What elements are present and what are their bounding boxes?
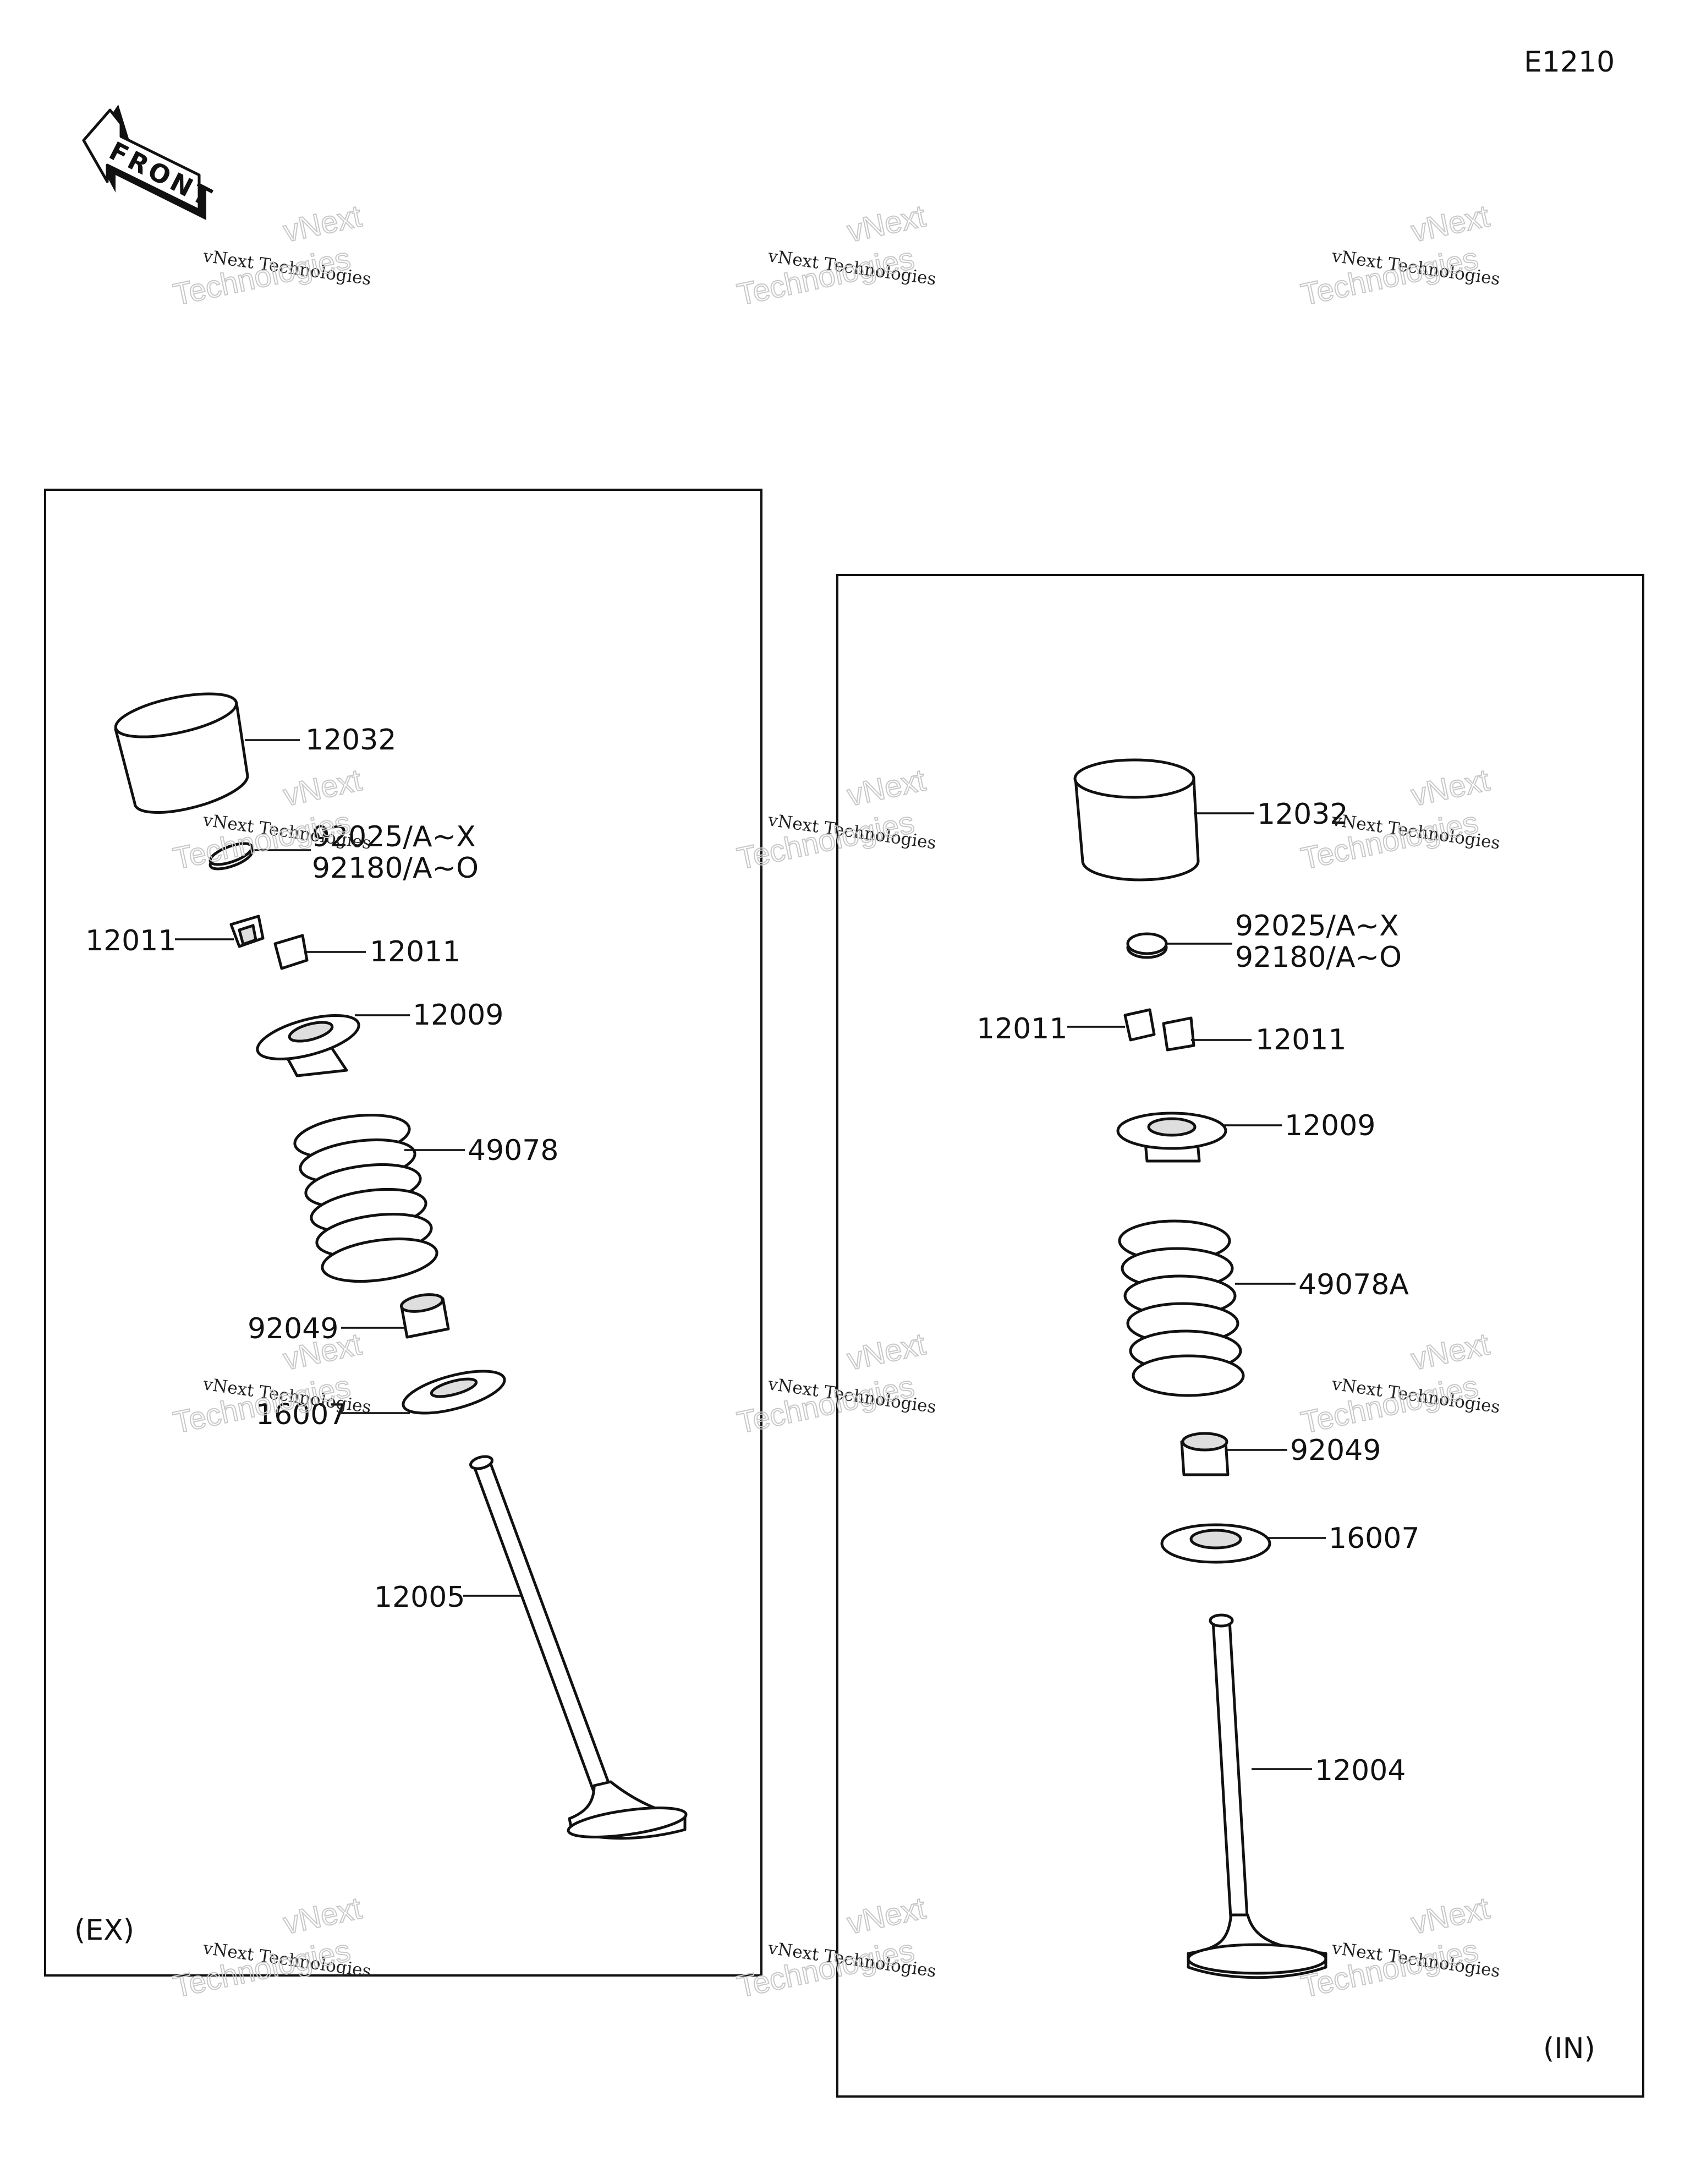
ex-label-cotter-right: 12011 [370,935,460,968]
svg-text:vNext: vNext [844,1326,929,1376]
watermark-10: vNext Technologies vNext Technologies [169,1890,372,2004]
ex-label-cotter-left: 12011 [85,924,176,957]
in-label-valve: 12004 [1315,1754,1406,1787]
svg-text:vNext: vNext [844,1890,929,1940]
watermark-2: vNext Technologies vNext Technologies [733,198,937,312]
in-label-shim-a: 92025/A~X [1235,910,1399,943]
ex-shim [208,842,254,871]
ex-label-shim-a: 92025/A~X [312,820,476,853]
in-label-spring: 49078A [1298,1268,1409,1301]
ex-section-label: (EX) [74,1914,134,1947]
in-label-tappet: 12032 [1257,798,1348,831]
watermark-11: vNext Technologies vNext Technologies [733,1890,937,2004]
ex-label-seal: 92049 [248,1312,338,1345]
svg-text:vNext: vNext [1408,198,1493,248]
ex-label-seat: 16007 [256,1398,347,1431]
ex-retainer [256,1014,360,1077]
front-arrow-icon: FRONT [82,105,219,220]
ex-label-spring: 49078 [468,1134,558,1167]
ex-label-valve: 12005 [374,1581,465,1614]
svg-text:vNext: vNext [1408,762,1493,812]
svg-text:vNext: vNext [280,198,365,248]
svg-text:Technologies: Technologies [1298,1933,1481,2004]
in-label-retainer: 12009 [1285,1109,1375,1142]
svg-text:vNext: vNext [844,762,929,812]
in-frame [836,574,1644,2098]
ex-cotter-right [273,934,309,970]
in-valve [1187,1613,1327,1979]
in-cotter-right [1162,1016,1195,1052]
svg-text:Technologies: Technologies [170,1933,353,2004]
svg-text:vNext: vNext [844,198,929,248]
ex-seal [399,1293,450,1339]
in-seal [1180,1432,1230,1476]
in-retainer [1116,1112,1227,1163]
watermark-3: vNext Technologies vNext Technologies [1297,198,1501,312]
svg-text:Technologies: Technologies [170,240,353,312]
in-label-seal: 92049 [1290,1434,1381,1467]
watermark-8: vNext Technologies vNext Technologies [733,1326,937,1440]
in-section-label: (IN) [1543,2032,1595,2065]
svg-text:vNext: vNext [280,1890,365,1940]
ex-seat [402,1370,506,1415]
ex-label-retainer: 12009 [413,999,503,1032]
ex-label-shim-b: 92180/A~O [312,852,479,885]
ex-frame [44,489,762,1977]
in-label-cotter-right: 12011 [1255,1023,1346,1057]
svg-text:vNext: vNext [1408,1326,1493,1376]
watermark-5: vNext Technologies vNext Technologies [733,762,937,876]
in-cotter-left [1123,1008,1156,1042]
svg-text:vNext: vNext [1408,1890,1493,1940]
in-label-seat: 16007 [1329,1522,1419,1555]
in-seat [1160,1523,1271,1564]
ex-spring [293,1113,438,1283]
in-tappet [1073,758,1200,882]
svg-text:Technologies: Technologies [1298,240,1481,312]
watermark-9: vNext Technologies vNext Technologies [1297,1326,1501,1440]
ex-cotter-left [229,915,265,948]
in-label-cotter-left: 12011 [976,1012,1067,1046]
in-spring [1118,1219,1245,1397]
diagram-code: E1210 [1524,46,1615,79]
in-label-shim-b: 92180/A~O [1235,941,1402,974]
svg-text:Technologies: Technologies [1298,1369,1481,1440]
ex-tappet [114,692,249,814]
ex-valve [469,1455,688,1840]
in-shim [1126,932,1168,959]
ex-label-tappet: 12032 [305,724,396,757]
svg-text:vNext: vNext [280,762,365,812]
watermark-12: vNext Technologies vNext Technologies [1297,1890,1501,2004]
svg-text:Technologies: Technologies [734,240,917,312]
